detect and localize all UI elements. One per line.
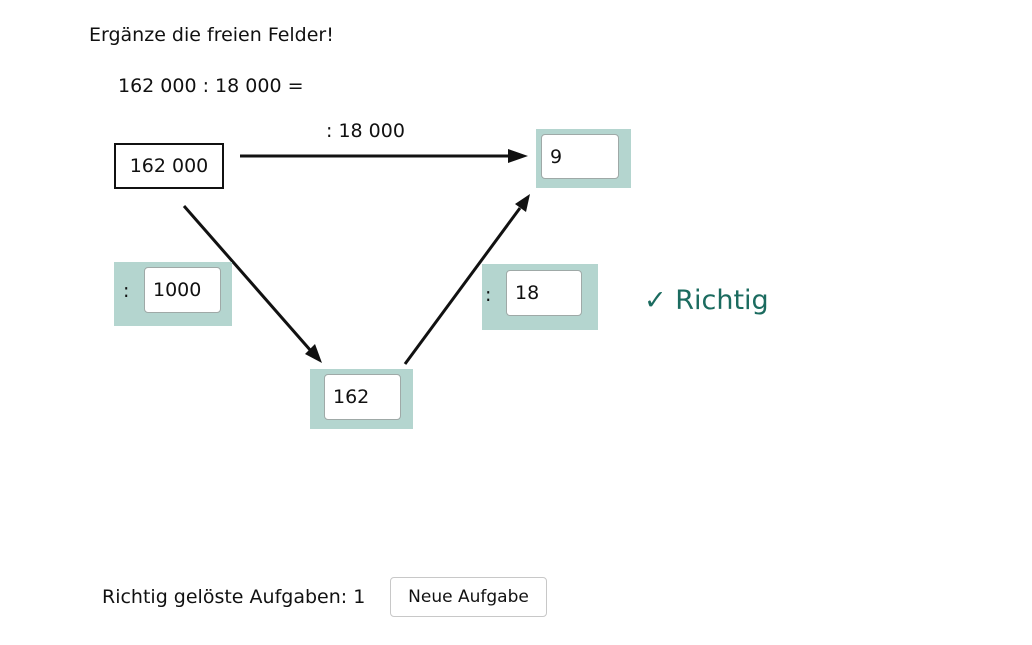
score-label: Richtig gelöste Aufgaben: <box>102 586 348 608</box>
arrow-top <box>240 149 528 163</box>
left-operator-symbol: : <box>123 280 130 302</box>
equation-text: 162 000 : 18 000 = <box>118 75 304 97</box>
feedback-message: ✓ Richtig <box>644 285 769 316</box>
result-input[interactable] <box>541 134 619 179</box>
middle-value-panel <box>310 369 413 429</box>
feedback-text: Richtig <box>675 285 769 316</box>
right-operator-panel: : <box>482 264 598 330</box>
result-panel <box>536 129 631 188</box>
score-text: Richtig gelöste Aufgaben: 1 <box>102 586 365 608</box>
score-count: 1 <box>353 586 366 608</box>
left-operator-panel: : <box>114 262 232 326</box>
instruction-text: Ergänze die freien Felder! <box>89 24 334 46</box>
right-divisor-input[interactable] <box>506 270 582 316</box>
start-value-box: 162 000 <box>114 143 224 189</box>
top-arrow-label: : 18 000 <box>326 120 405 142</box>
checkmark-icon: ✓ <box>644 285 667 316</box>
start-value: 162 000 <box>129 155 209 177</box>
middle-value-input[interactable] <box>324 374 401 420</box>
right-operator-symbol: : <box>485 284 492 306</box>
new-task-button[interactable]: Neue Aufgabe <box>390 577 547 617</box>
left-divisor-input[interactable] <box>144 267 221 313</box>
